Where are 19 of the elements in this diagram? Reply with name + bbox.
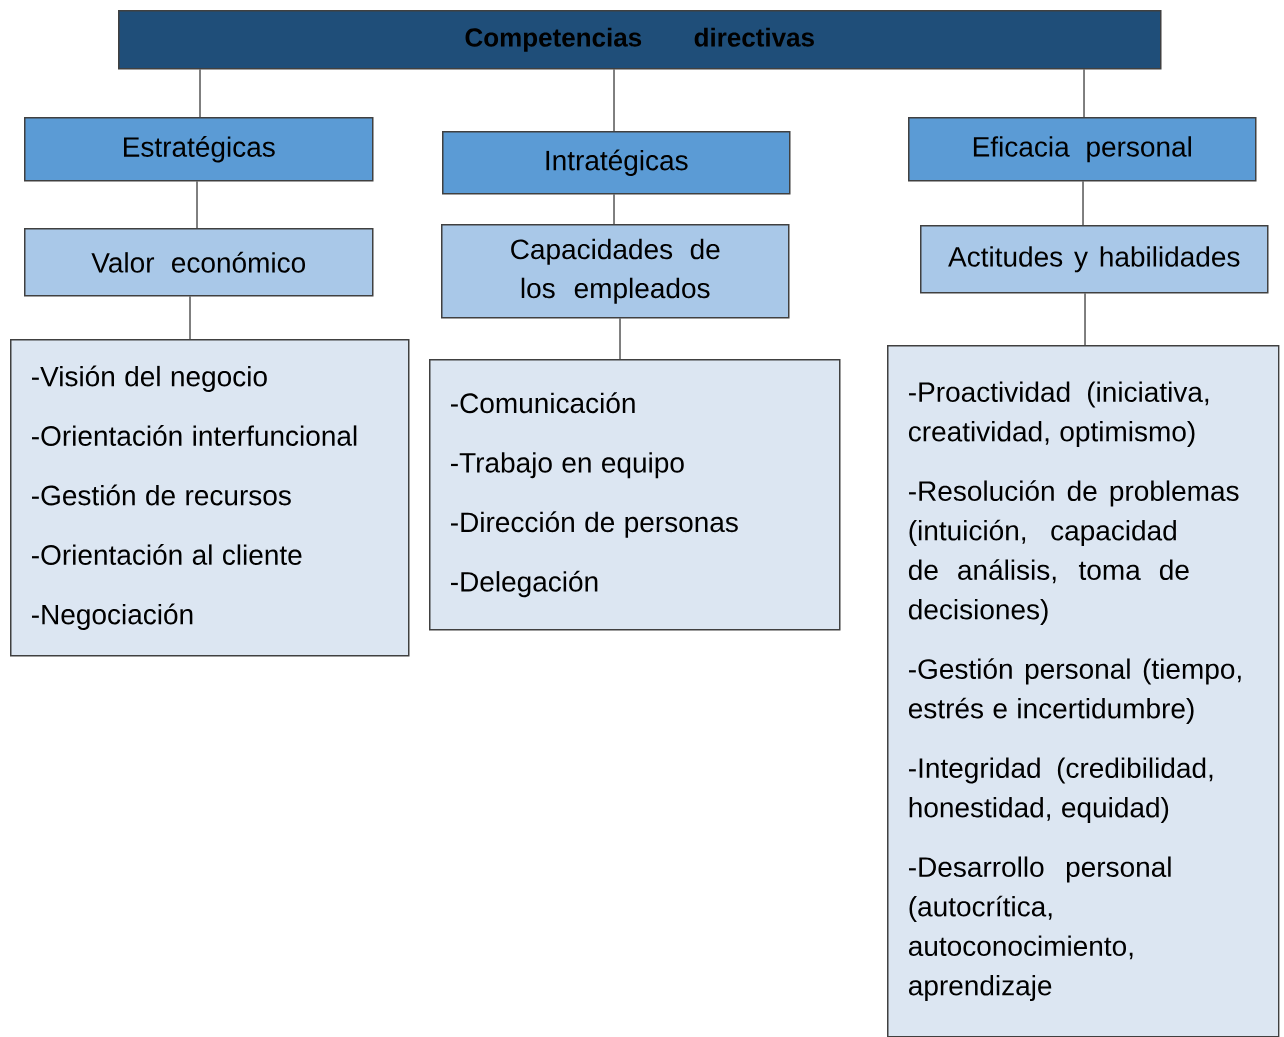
- category-box: Eficacia personal: [908, 117, 1257, 182]
- title-box: Competencias directivas: [118, 10, 1162, 70]
- connector-line: [189, 296, 191, 340]
- list-box: -Comunicación -Trabajo en equipo -Dirección de personas -Delegación: [429, 359, 841, 631]
- list-box: -Visión del negocio -Orientación interfuncional -Gestión de recursos -Orientación al cliente -Negociación: [10, 339, 410, 657]
- subcategory-box: Valor económico: [24, 228, 374, 297]
- subcategory-box: Actitudes y habilidades: [920, 225, 1269, 294]
- connector-line: [619, 318, 621, 360]
- connector-line: [196, 181, 198, 229]
- subcategory-box: Capacidades de los empleados: [441, 224, 790, 319]
- list-box: -Proactividad (iniciativa, creatividad, optimismo) -Resolución de problemas (intuición, capacidad de análisis, toma de decisiones) -Gestión personal (tiempo, estrés e incertidumbre) -Integridad (credibilidad, honestidad, equidad) -Desarrollo personal (autocrítica, autoconocimiento, aprendizaje: [887, 345, 1280, 1037]
- connector-line: [613, 194, 615, 225]
- category-box: Intratégicas: [442, 131, 791, 195]
- connector-line: [1084, 293, 1086, 346]
- connector-line: [1082, 181, 1084, 226]
- connector-line: [199, 69, 201, 118]
- connector-line: [1083, 69, 1085, 118]
- connector-line: [613, 69, 615, 132]
- category-box: Estratégicas: [24, 117, 374, 182]
